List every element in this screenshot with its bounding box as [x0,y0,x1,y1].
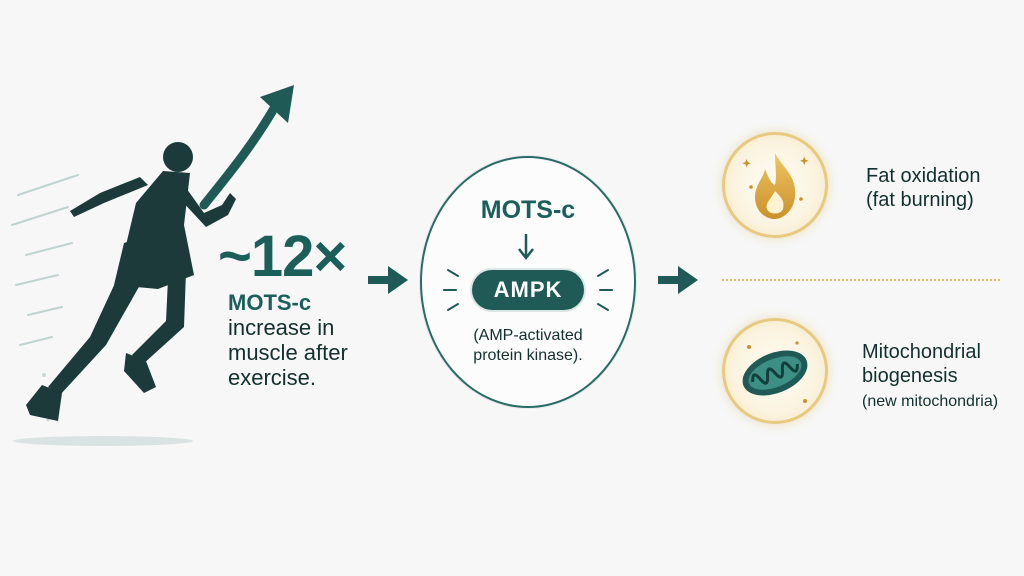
pathway-circle: MOTS-c AMPK (AMP-activated protein kinas… [420,156,636,408]
stat-line-2: muscle after [228,340,348,365]
stat-line-1: increase in [228,315,335,340]
stat-line-3: exercise. [228,365,317,390]
ampk-desc-line-2: protein kinase). [473,347,583,364]
stat-subject: MOTS-c [228,290,312,315]
right-arrow-icon [658,266,698,294]
mitochondrial-biogenesis-title: Mitochondrial biogenesis (new mitochondr… [862,340,998,414]
ampk-pill: AMPK [472,270,584,310]
down-arrow-icon [518,234,534,261]
biogenesis-line-1: Mitochondrial [862,341,981,363]
stat-description: MOTS-c increase in muscle after exercise… [228,290,398,390]
mots-c-label: MOTS-c [480,196,576,224]
right-arrow-icon [368,266,408,294]
runner-illustration [11,85,294,446]
mitochondria-icon [722,318,828,424]
outcome-divider [722,279,1000,281]
fat-oxidation-line-2: (fat burning) [866,189,974,211]
ampk-desc-line-1: (AMP-activated [473,327,583,344]
fat-oxidation-line-1: Fat oxidation [866,165,981,187]
ampk-description: (AMP-activated protein kinase). [422,326,634,366]
fold-change-value: ~12× [218,224,347,289]
flame-icon [722,132,828,238]
biogenesis-line-2: biogenesis [862,365,958,387]
fat-oxidation-title: Fat oxidation (fat burning) [866,164,981,212]
biogenesis-note: (new mitochondria) [862,393,999,410]
activation-burst-icon [443,269,613,311]
